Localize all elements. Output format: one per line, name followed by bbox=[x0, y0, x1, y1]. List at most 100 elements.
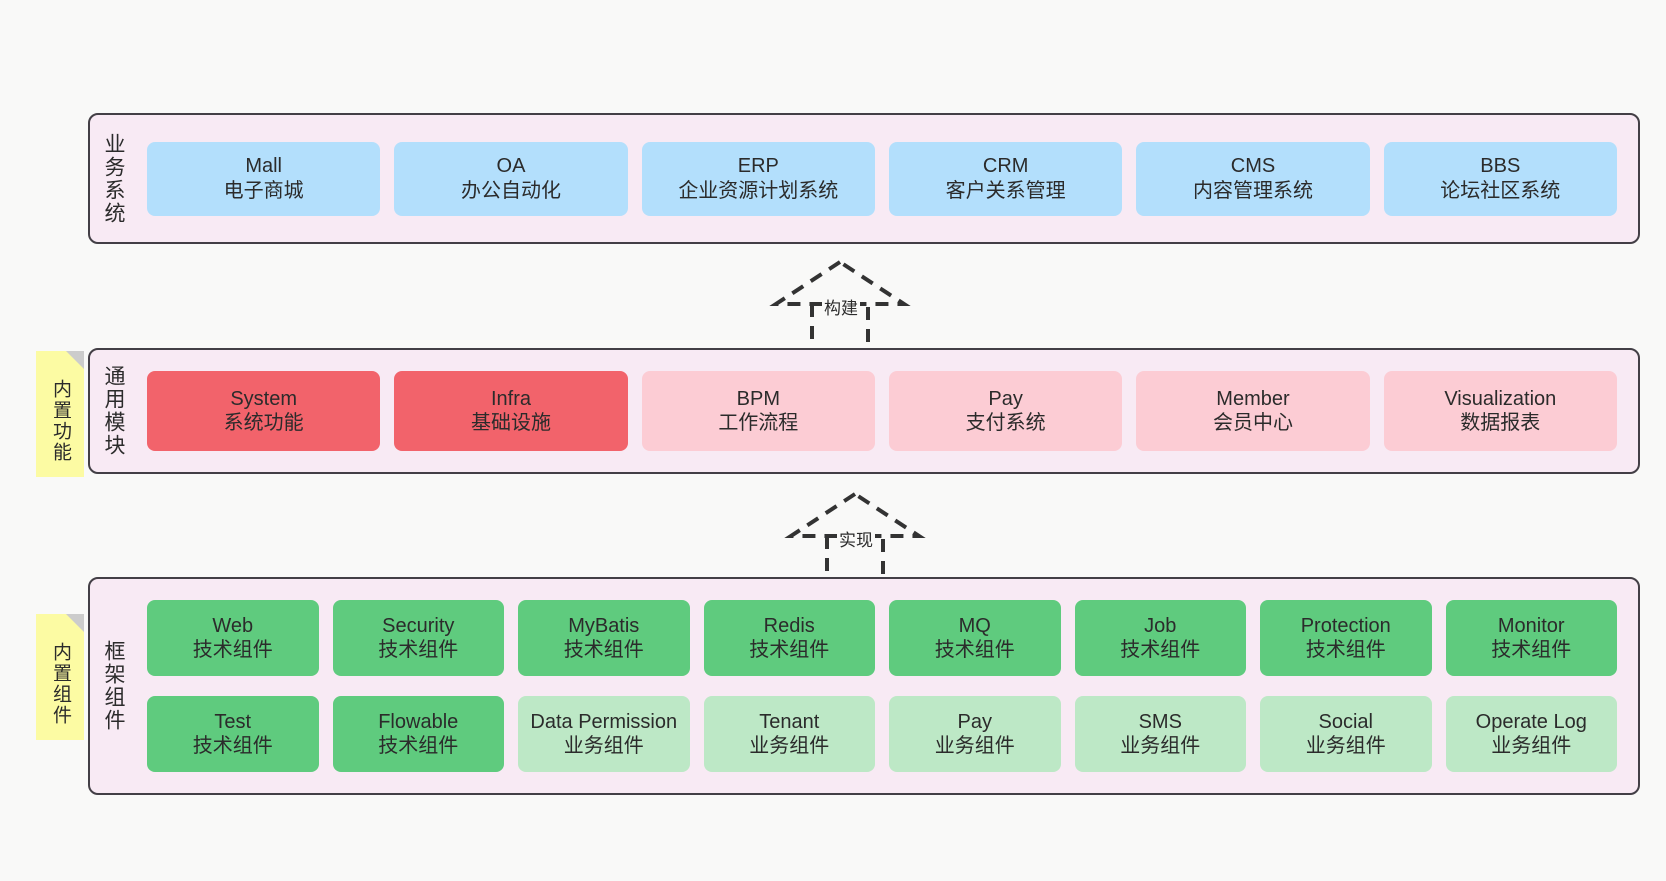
card-bbs[interactable]: BBS 论坛社区系统 bbox=[1383, 141, 1617, 216]
layer-common-module: 通用模块 System 系统功能 Infra 基础设施 BPM 工作流程 Pay… bbox=[88, 348, 1640, 474]
card-sms[interactable]: SMS 业务组件 bbox=[1074, 696, 1246, 772]
card-infra[interactable]: Infra 基础设施 bbox=[394, 371, 628, 451]
card-row: Test 技术组件 Flowable 技术组件 Data Permission … bbox=[140, 696, 1624, 772]
card-title-en: Operate Log bbox=[1475, 710, 1587, 733]
card-row: Web 技术组件 Security 技术组件 MyBatis 技术组件 Redi… bbox=[140, 600, 1624, 676]
card-title-cn: 技术组件 bbox=[192, 735, 273, 757]
card-social[interactable]: Social 业务组件 bbox=[1260, 696, 1432, 772]
note-builtin-function: 内置功能 bbox=[36, 351, 84, 477]
note-builtin-component: 内置组件 bbox=[36, 614, 84, 740]
card-title-cn: 技术组件 bbox=[192, 639, 273, 661]
card-title-en: Monitor bbox=[1497, 614, 1565, 637]
card-title-en: MyBatis bbox=[568, 614, 640, 637]
card-pay-component[interactable]: Pay 业务组件 bbox=[889, 696, 1061, 772]
card-title-cn: 客户关系管理 bbox=[945, 179, 1066, 202]
card-title-cn: 业务组件 bbox=[1491, 735, 1572, 757]
card-title-cn: 业务组件 bbox=[934, 735, 1015, 757]
card-title-en: Social bbox=[1318, 710, 1373, 733]
card-title-cn: 技术组件 bbox=[563, 639, 644, 661]
card-security[interactable]: Security 技术组件 bbox=[332, 600, 504, 676]
card-title-cn: 论坛社区系统 bbox=[1440, 179, 1561, 202]
card-title-en: Security bbox=[382, 614, 455, 637]
card-title-cn: 技术组件 bbox=[378, 735, 459, 757]
card-title-cn: 技术组件 bbox=[378, 639, 459, 661]
note-fold-icon bbox=[66, 614, 84, 632]
card-title-en: Infra bbox=[490, 387, 531, 410]
card-redis[interactable]: Redis 技术组件 bbox=[703, 600, 875, 676]
layer-framework-component: 框架组件 Web 技术组件 Security 技术组件 MyBatis 技术组件… bbox=[88, 577, 1640, 795]
card-erp[interactable]: ERP 企业资源计划系统 bbox=[641, 141, 875, 216]
card-pay-module[interactable]: Pay 支付系统 bbox=[888, 371, 1123, 451]
card-mq[interactable]: MQ 技术组件 bbox=[889, 600, 1061, 676]
note-fold-icon bbox=[66, 351, 84, 369]
card-title-en: BPM bbox=[736, 387, 780, 410]
card-mybatis[interactable]: MyBatis 技术组件 bbox=[518, 600, 690, 676]
note-label: 内置组件 bbox=[49, 642, 71, 726]
card-title-en: Data Permission bbox=[530, 710, 678, 733]
card-data-permission[interactable]: Data Permission 业务组件 bbox=[518, 696, 690, 772]
card-title-en: BBS bbox=[1480, 155, 1521, 178]
arrow-label-realize: 实现 bbox=[837, 526, 875, 551]
card-tenant[interactable]: Tenant 业务组件 bbox=[703, 696, 875, 772]
arrow-realize: 实现 bbox=[775, 490, 935, 586]
card-title-cn: 数据报表 bbox=[1460, 412, 1541, 434]
layer-title-framework: 框架组件 bbox=[102, 640, 126, 732]
card-flowable[interactable]: Flowable 技术组件 bbox=[332, 696, 504, 772]
card-test[interactable]: Test 技术组件 bbox=[147, 696, 319, 772]
card-title-cn: 系统功能 bbox=[223, 412, 304, 434]
card-title-en: Test bbox=[214, 710, 252, 733]
card-title-cn: 业务组件 bbox=[749, 735, 830, 757]
card-title-cn: 支付系统 bbox=[965, 412, 1046, 434]
layer-body-business: Mall 电子商城 OA 办公自动化 ERP 企业资源计划系统 CRM 客户关系… bbox=[136, 115, 1638, 242]
card-member[interactable]: Member 会员中心 bbox=[1136, 371, 1370, 451]
layer-title-business: 业务系统 bbox=[102, 132, 126, 225]
card-title-cn: 办公自动化 bbox=[460, 179, 561, 202]
card-title-cn: 技术组件 bbox=[1120, 639, 1201, 661]
card-title-en: SMS bbox=[1138, 710, 1182, 733]
arrow-build: 构建 bbox=[760, 258, 920, 354]
card-row: Mall 电子商城 OA 办公自动化 ERP 企业资源计划系统 CRM 客户关系… bbox=[140, 141, 1624, 216]
card-mall[interactable]: Mall 电子商城 bbox=[147, 141, 381, 216]
card-title-en: CRM bbox=[982, 155, 1029, 178]
card-title-cn: 技术组件 bbox=[1491, 639, 1572, 661]
card-monitor[interactable]: Monitor 技术组件 bbox=[1445, 600, 1617, 676]
card-title-en: Web bbox=[212, 614, 254, 637]
card-title-cn: 技术组件 bbox=[749, 639, 830, 661]
card-row: System 系统功能 Infra 基础设施 BPM 工作流程 Pay 支付系统… bbox=[140, 371, 1624, 451]
card-bpm[interactable]: BPM 工作流程 bbox=[641, 371, 875, 451]
card-title-en: Mall bbox=[245, 155, 282, 178]
card-crm[interactable]: CRM 客户关系管理 bbox=[888, 141, 1123, 216]
card-visualization[interactable]: Visualization 数据报表 bbox=[1383, 371, 1617, 451]
card-oa[interactable]: OA 办公自动化 bbox=[394, 141, 628, 216]
card-title-cn: 会员中心 bbox=[1212, 412, 1293, 434]
card-title-cn: 技术组件 bbox=[934, 639, 1015, 661]
card-job[interactable]: Job 技术组件 bbox=[1074, 600, 1246, 676]
card-title-en: Protection bbox=[1300, 614, 1391, 637]
layer-title-common: 通用模块 bbox=[102, 365, 126, 457]
card-cms[interactable]: CMS 内容管理系统 bbox=[1136, 141, 1370, 216]
card-title-en: ERP bbox=[737, 155, 779, 178]
card-operate-log[interactable]: Operate Log 业务组件 bbox=[1445, 696, 1617, 772]
card-title-cn: 基础设施 bbox=[470, 412, 551, 434]
card-title-en: Member bbox=[1216, 387, 1290, 410]
card-title-cn: 技术组件 bbox=[1305, 639, 1386, 661]
card-title-en: Job bbox=[1144, 614, 1177, 637]
card-title-en: Pay bbox=[988, 387, 1023, 410]
card-title-cn: 企业资源计划系统 bbox=[678, 179, 839, 202]
note-label: 内置功能 bbox=[49, 379, 71, 463]
layer-body-common: System 系统功能 Infra 基础设施 BPM 工作流程 Pay 支付系统… bbox=[136, 350, 1638, 472]
card-title-en: Tenant bbox=[759, 710, 820, 733]
card-title-cn: 业务组件 bbox=[563, 735, 644, 757]
card-title-en: CMS bbox=[1230, 155, 1276, 178]
card-title-cn: 工作流程 bbox=[718, 412, 799, 434]
card-title-cn: 业务组件 bbox=[1305, 735, 1386, 757]
card-system[interactable]: System 系统功能 bbox=[147, 371, 381, 451]
card-web[interactable]: Web 技术组件 bbox=[147, 600, 319, 676]
card-title-cn: 内容管理系统 bbox=[1192, 179, 1313, 202]
card-title-en: OA bbox=[496, 155, 526, 178]
layer-body-framework: Web 技术组件 Security 技术组件 MyBatis 技术组件 Redi… bbox=[136, 579, 1638, 793]
card-protection[interactable]: Protection 技术组件 bbox=[1260, 600, 1432, 676]
card-title-en: Redis bbox=[763, 614, 815, 637]
layer-business-system: 业务系统 Mall 电子商城 OA 办公自动化 ERP 企业资源计划系统 CRM… bbox=[88, 113, 1640, 244]
